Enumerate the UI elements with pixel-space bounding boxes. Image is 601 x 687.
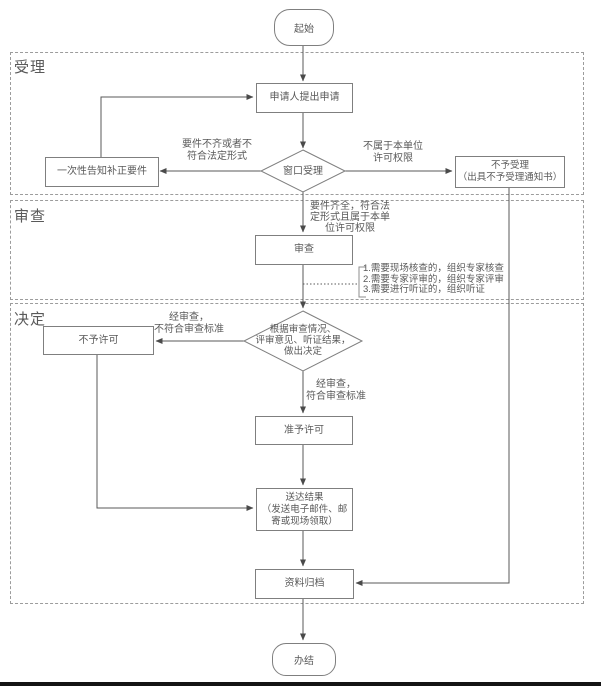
deny-box-label: 不予许可 xyxy=(78,334,119,346)
start-node: 起始 xyxy=(274,9,334,46)
start-node-label: 起始 xyxy=(294,24,314,35)
apply-box-label: 申请人提出申请 xyxy=(269,92,340,103)
edge-label-fail: 经审查， 不符合审查标准 xyxy=(150,312,228,336)
decision-diamond-line3: 做出决定 xyxy=(283,346,322,357)
edge-label-complete: 要件齐全，符合法 定形式且属于本单 位许可权限 xyxy=(308,201,392,234)
deliver-box: 送达结果 （发送电子邮件、邮 寄或现场领取） xyxy=(256,488,353,531)
window-diamond-label: 窗口受理 xyxy=(283,166,323,177)
decision-diamond-label: 根据审查情况、 评审意见、听证结果， 做出决定 xyxy=(248,324,358,357)
reject-box-line1: 不予受理 xyxy=(490,160,529,171)
edge-label-incomplete: 要件不齐或者不 符合法定形式 xyxy=(178,139,256,163)
edge-label-no-authority: 不属于本单位 许可权限 xyxy=(362,141,424,165)
grant-box-label: 准予许可 xyxy=(284,424,324,436)
region-decide-title: 决定 xyxy=(14,311,47,328)
edge-label-incomplete-line1: 要件不齐或者不 xyxy=(182,139,252,150)
review-box: 审查 xyxy=(255,235,353,265)
edge-label-complete-line3: 位许可权限 xyxy=(325,223,375,234)
window-diamond xyxy=(259,149,347,193)
edge-label-no-authority-line2: 许可权限 xyxy=(373,153,413,164)
deny-box: 不予许可 xyxy=(43,326,154,355)
bottom-divider xyxy=(0,682,601,686)
region-decide xyxy=(10,303,584,604)
edge-label-incomplete-line2: 符合法定形式 xyxy=(187,151,247,162)
apply-box: 申请人提出申请 xyxy=(256,83,353,113)
grant-box: 准予许可 xyxy=(255,416,353,445)
deliver-box-line1: 送达结果 xyxy=(285,491,324,503)
connector-deny-to-deliver xyxy=(96,353,254,511)
review-note-2: 2.需要专家评审的，组织专家评审 xyxy=(363,273,504,285)
edge-label-complete-line1: 要件齐全，符合法 xyxy=(310,201,390,212)
region-accept-title: 受理 xyxy=(14,59,47,76)
decision-diamond-line2: 评审意见、听证结果， xyxy=(255,335,351,346)
reject-box-line2: （出具不予受理通知书） xyxy=(457,172,563,183)
region-accept xyxy=(10,52,584,195)
edge-label-no-authority-line1: 不属于本单位 xyxy=(363,141,423,152)
deliver-box-line2: （发送电子邮件、邮 xyxy=(261,503,348,515)
review-notes: 1.需要现场核查的，组织专家核查 2.需要专家评审的，组织专家评审 3.需要进行… xyxy=(363,263,528,296)
end-node: 办结 xyxy=(272,643,336,676)
edge-label-pass: 经审查， 符合审查标准 xyxy=(304,379,368,403)
decision-diamond xyxy=(242,310,364,372)
edge-label-pass-line2: 符合审查标准 xyxy=(306,391,366,402)
edge-label-fail-line2: 不符合审查标准 xyxy=(154,324,224,335)
decision-diamond-line1: 根据审查情况、 xyxy=(269,324,337,335)
edge-label-complete-line2: 定形式且属于本单 xyxy=(310,212,390,223)
reject-box: 不予受理 （出具不予受理通知书） xyxy=(455,156,565,188)
deliver-box-line3: 寄或现场领取） xyxy=(271,515,338,527)
region-review-title: 审查 xyxy=(14,208,47,225)
notify-box-label: 一次性告知补正要件 xyxy=(57,166,147,177)
notify-box: 一次性告知补正要件 xyxy=(45,157,159,187)
archive-box-label: 资料归档 xyxy=(284,578,325,589)
edge-label-fail-line1: 经审查， xyxy=(169,312,209,323)
archive-box: 资料归档 xyxy=(255,569,354,599)
review-note-3: 3.需要进行听证的，组织听证 xyxy=(363,284,485,295)
note-bracket xyxy=(358,266,366,298)
review-box-label: 审查 xyxy=(294,244,314,255)
edge-label-pass-line1: 经审查， xyxy=(316,379,356,390)
connector-reject-to-archive xyxy=(355,186,510,586)
region-review xyxy=(10,200,584,300)
review-note-1: 1.需要现场核查的，组织专家核查 xyxy=(363,263,504,274)
connector-notify-loop-to-apply xyxy=(100,94,254,157)
end-node-label: 办结 xyxy=(294,656,314,667)
